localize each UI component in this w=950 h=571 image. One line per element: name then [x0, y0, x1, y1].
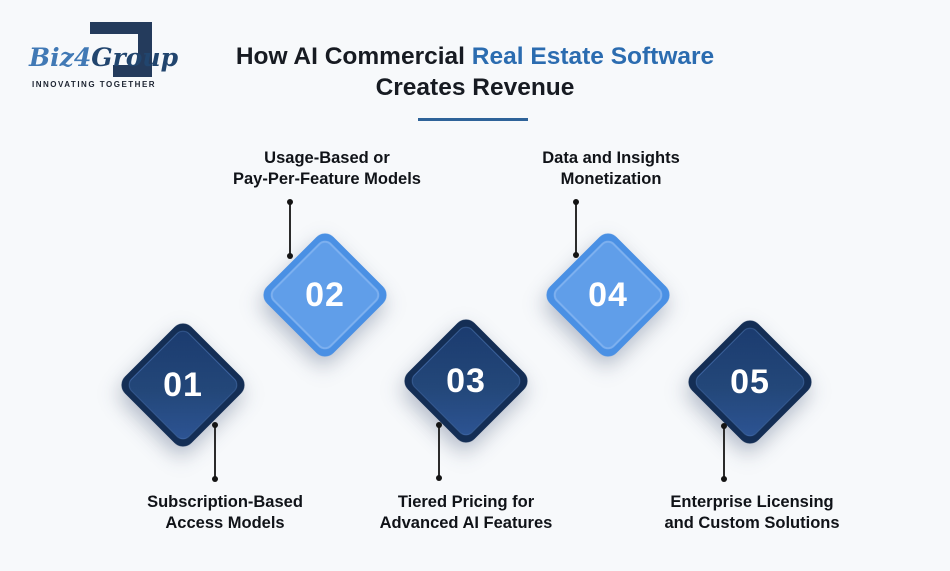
logo-word-group: Group: [91, 43, 179, 72]
step-4-number: 04: [588, 275, 628, 314]
step-4-label: Data and Insights Monetization: [542, 149, 680, 188]
biz4group-logo: Biz4Group INNOVATING TOGETHER: [25, 16, 178, 98]
step-1-diamond: 01: [116, 318, 250, 452]
connector-dot: [212, 476, 218, 482]
logo-word-four: 4: [73, 43, 92, 72]
step-2-connector-line: [287, 199, 293, 259]
step-2-diamond: 02: [258, 228, 392, 362]
title-underline: [418, 118, 528, 121]
step-2-number: 02: [305, 275, 345, 314]
step-3-number: 03: [446, 361, 486, 400]
step-1-number: 01: [163, 365, 203, 404]
connector-dot: [212, 422, 218, 428]
step-4-connector-line: [573, 199, 579, 258]
connector-dot: [721, 423, 727, 429]
title-line1-accent: Real Estate Software: [471, 43, 715, 70]
step-1-label: Subscription-Based Access Models: [147, 493, 303, 532]
step-4-diamond: 04: [541, 228, 675, 362]
connector-dot: [436, 475, 442, 481]
title-line2: Creates Revenue: [375, 74, 575, 101]
step-3-label: Tiered Pricing for Advanced AI Features: [379, 493, 553, 532]
logo-bracket-icon: [90, 22, 152, 77]
step-5-diamond: 05: [683, 315, 817, 449]
connector-dot: [287, 253, 293, 259]
connector-dot: [573, 199, 579, 205]
connector-dot: [573, 252, 579, 258]
step-3-connector-line: [436, 422, 442, 481]
step-3-diamond: 03: [399, 314, 533, 448]
connector-dot: [436, 422, 442, 428]
connector-dot: [287, 199, 293, 205]
step-5-connector-line: [721, 423, 727, 482]
connector-dot: [721, 476, 727, 482]
logo-word-biz: Biz: [29, 43, 74, 72]
step-1-connector-line: [212, 422, 218, 482]
logo-wordmark: Biz4Group: [29, 44, 178, 72]
step-2-label: Usage-Based or Pay-Per-Feature Models: [233, 149, 421, 188]
step-5-number: 05: [730, 362, 770, 401]
step-5-label: Enterprise Licensing and Custom Solution…: [664, 493, 840, 532]
logo-tagline: INNOVATING TOGETHER: [32, 80, 157, 89]
title-line1-dark: How AI Commercial: [235, 43, 472, 70]
page-title: How AI Commercial Real Estate Software C…: [0, 41, 950, 103]
